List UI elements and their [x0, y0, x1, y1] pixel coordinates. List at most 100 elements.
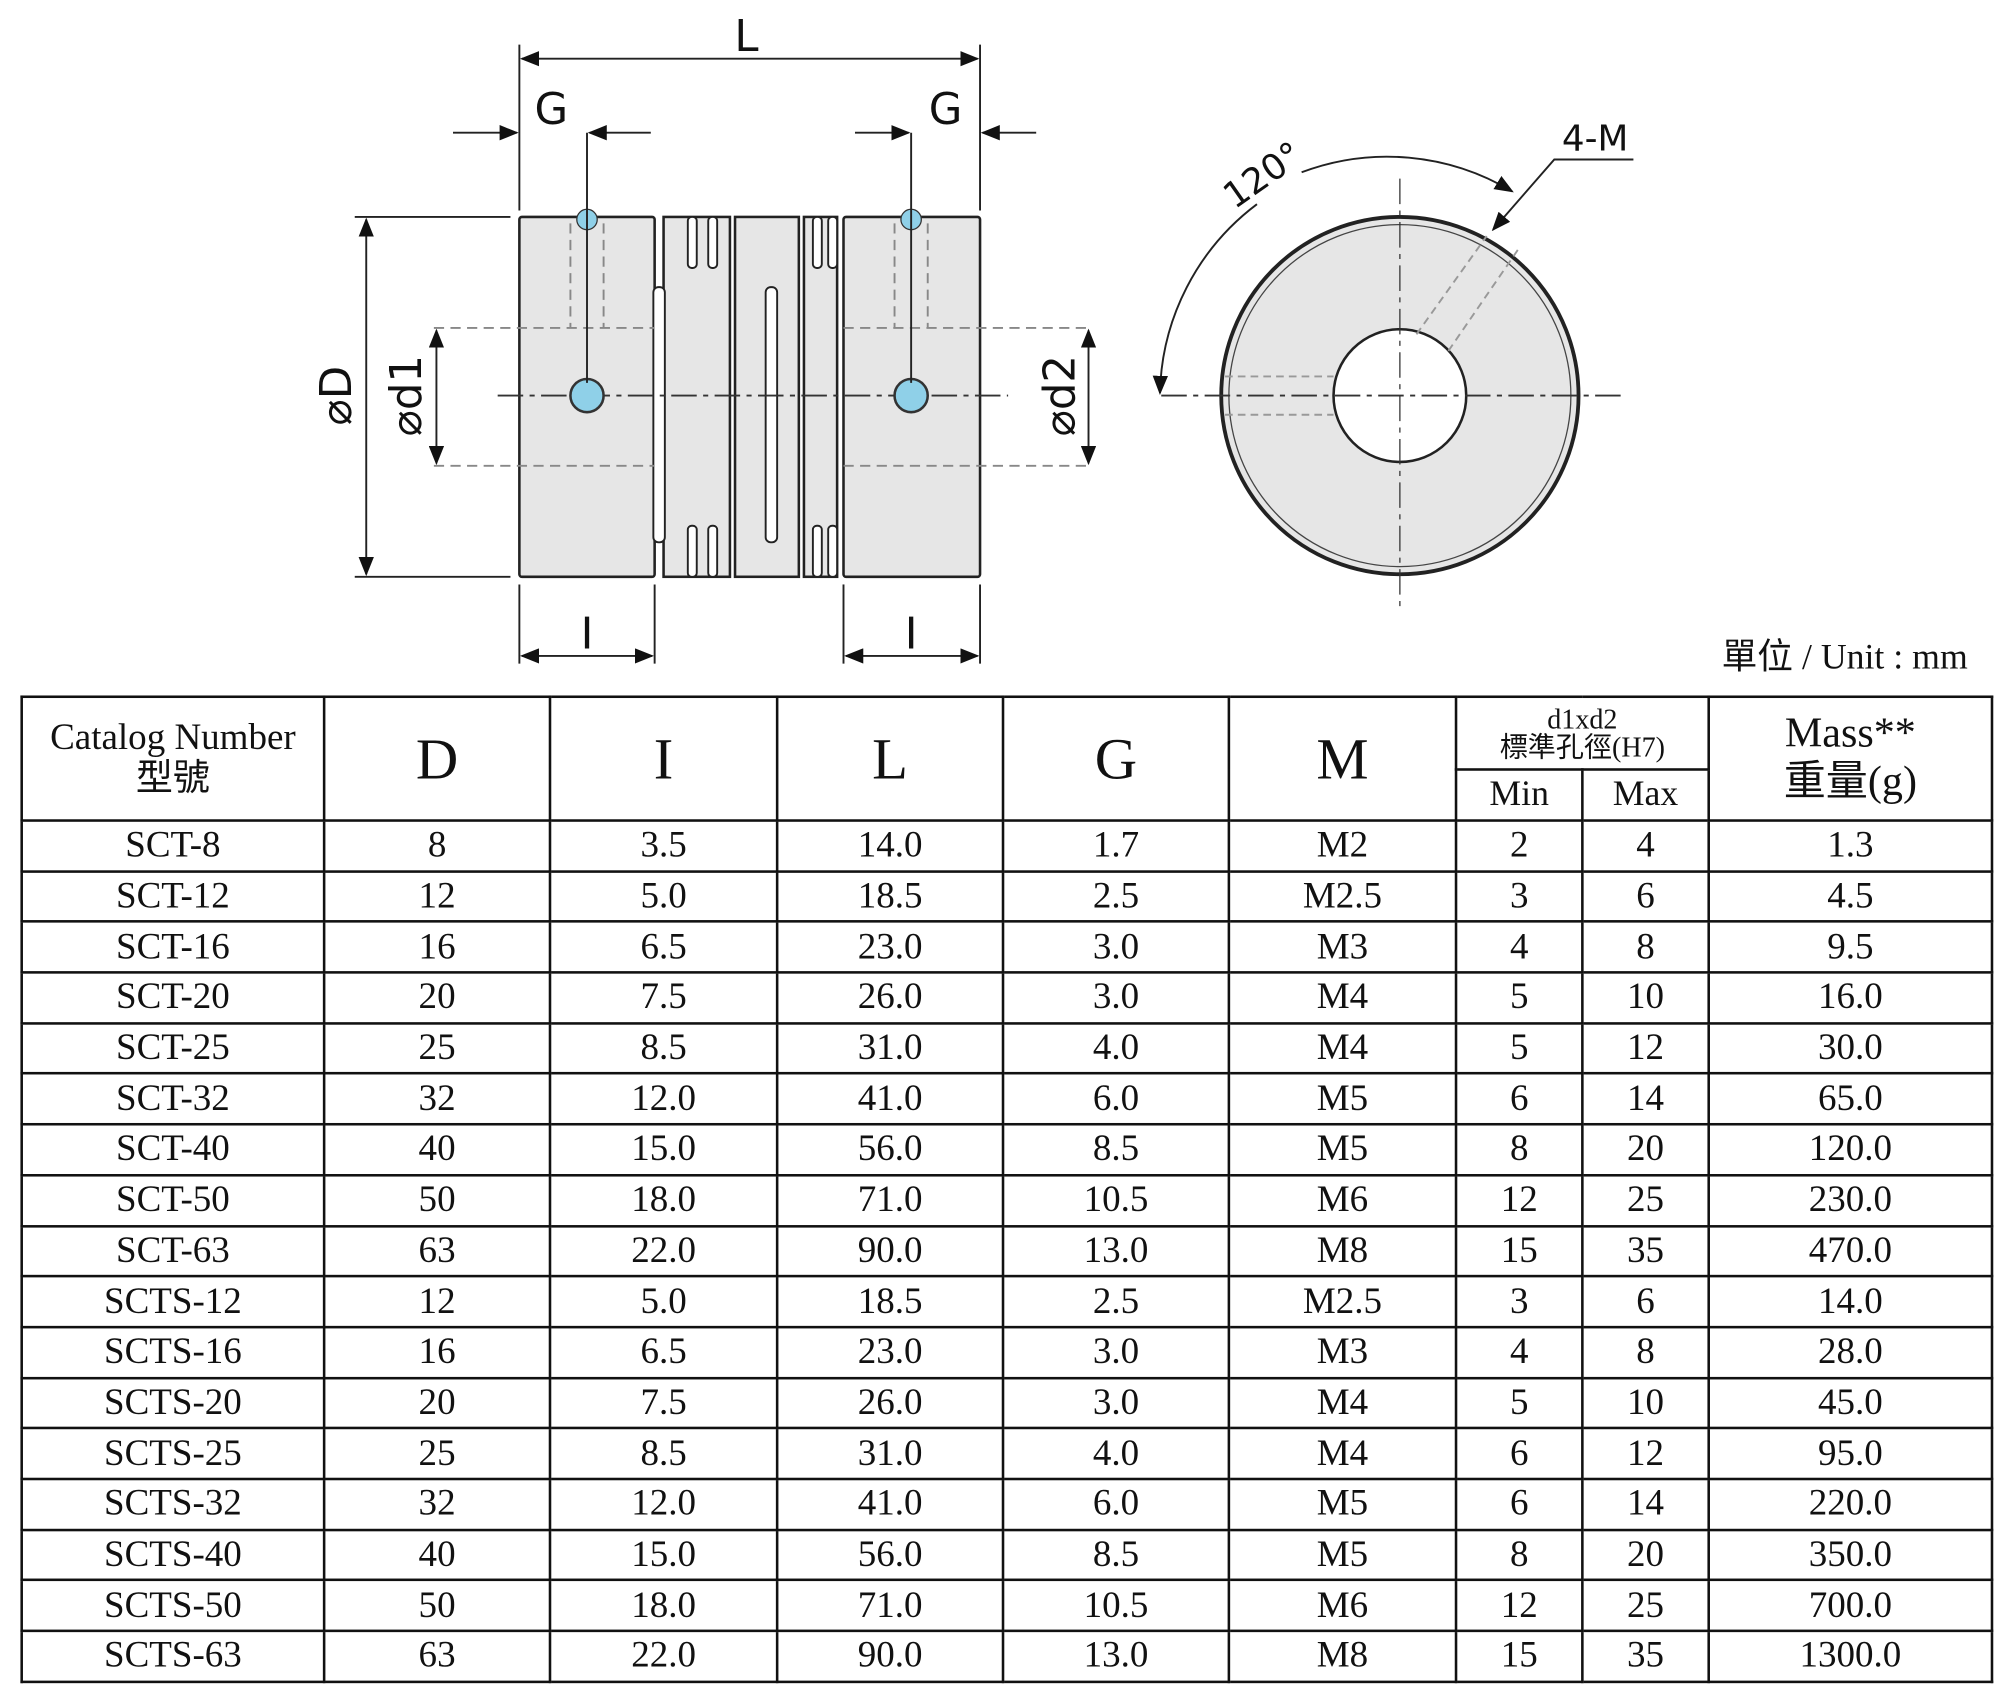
cell-bore-max: 10	[1581, 1376, 1710, 1430]
cell-mass: 700.0	[1707, 1578, 1994, 1633]
cell-G: 6.0	[1001, 1072, 1231, 1126]
cell-I: 12.0	[548, 1072, 779, 1126]
cell-catalog-number: SCT-25	[20, 1021, 326, 1076]
cell-mass: 120.0	[1707, 1123, 1994, 1177]
cell-M: M5	[1227, 1123, 1458, 1177]
cell-bore-max: 12	[1581, 1021, 1710, 1076]
header-D: D	[322, 695, 552, 822]
cell-D: 25	[322, 1427, 552, 1481]
header-L: L	[775, 695, 1005, 822]
cell-D: 32	[322, 1477, 552, 1531]
header-bore-en: d1xd2	[1547, 702, 1618, 735]
cell-catalog-number: SCTS-32	[20, 1477, 326, 1531]
cell-bore-max: 8	[1581, 1325, 1710, 1379]
cell-M: M2	[1227, 819, 1458, 873]
coupling-end-view	[1152, 155, 1634, 613]
header-mass-zh: 重量(g)	[1783, 758, 1918, 805]
cell-mass: 350.0	[1707, 1528, 1994, 1582]
cell-catalog-number: SCTS-40	[20, 1528, 326, 1582]
cell-L: 14.0	[775, 819, 1005, 873]
cell-M: M5	[1227, 1528, 1458, 1582]
cell-I: 6.5	[548, 1325, 779, 1379]
cell-L: 71.0	[775, 1578, 1005, 1633]
cell-M: M4	[1227, 1427, 1458, 1481]
cell-bore-max: 8	[1581, 920, 1710, 974]
cell-I: 8.5	[548, 1021, 779, 1076]
cell-D: 40	[322, 1123, 552, 1177]
cell-bore-max: 6	[1581, 1275, 1710, 1329]
cell-bore-max: 35	[1581, 1224, 1710, 1278]
cell-catalog-number: SCTS-50	[20, 1578, 326, 1633]
cell-mass: 470.0	[1707, 1224, 1994, 1278]
cell-catalog-number: SCTS-20	[20, 1376, 326, 1430]
cell-L: 90.0	[775, 1629, 1005, 1683]
cell-L: 23.0	[775, 920, 1005, 974]
cell-bore-min: 4	[1454, 920, 1584, 974]
cell-M: M6	[1227, 1578, 1458, 1633]
cell-mass: 28.0	[1707, 1325, 1994, 1379]
dim-label-I-left: I	[581, 609, 594, 659]
cell-bore-max: 20	[1581, 1528, 1710, 1582]
cell-G: 1.7	[1001, 819, 1231, 873]
cell-catalog-number: SCT-16	[20, 920, 326, 974]
cell-L: 18.5	[775, 1275, 1005, 1329]
cell-D: 16	[322, 1325, 552, 1379]
dim-label-G-right: G	[929, 85, 963, 135]
cell-I: 5.0	[548, 1275, 779, 1329]
cell-catalog-number: SCT-50	[20, 1173, 326, 1227]
cell-D: 20	[322, 1376, 552, 1430]
dim-label-d2: ⌀d2	[1035, 355, 1085, 436]
cell-L: 71.0	[775, 1173, 1005, 1227]
cell-bore-min: 15	[1454, 1224, 1584, 1278]
cell-bore-max: 25	[1581, 1173, 1710, 1227]
header-bore-zh: 標準孔徑(H7)	[1499, 730, 1666, 763]
cell-G: 4.0	[1001, 1021, 1231, 1076]
cell-bore-min: 6	[1454, 1477, 1584, 1531]
cell-bore-min: 6	[1454, 1427, 1584, 1481]
cell-M: M4	[1227, 1021, 1458, 1076]
cell-M: M4	[1227, 1376, 1458, 1430]
cell-G: 8.5	[1001, 1123, 1231, 1177]
cell-D: 25	[322, 1021, 552, 1076]
cell-bore-max: 14	[1581, 1072, 1710, 1126]
cell-M: M6	[1227, 1173, 1458, 1227]
cell-mass: 230.0	[1707, 1173, 1994, 1227]
cell-bore-min: 12	[1454, 1173, 1584, 1227]
cell-bore-max: 25	[1581, 1578, 1710, 1633]
cell-I: 18.0	[548, 1578, 779, 1633]
cell-G: 2.5	[1001, 869, 1231, 924]
cell-G: 3.0	[1001, 1376, 1231, 1430]
cell-G: 3.0	[1001, 971, 1231, 1025]
cell-mass: 45.0	[1707, 1376, 1994, 1430]
cell-mass: 1.3	[1707, 819, 1994, 873]
cell-I: 15.0	[548, 1123, 779, 1177]
cell-bore-min: 8	[1454, 1123, 1584, 1177]
cell-L: 31.0	[775, 1021, 1005, 1076]
cell-I: 22.0	[548, 1629, 779, 1683]
cell-catalog-number: SCT-63	[20, 1224, 326, 1278]
cell-L: 26.0	[775, 1376, 1005, 1430]
cell-L: 26.0	[775, 971, 1005, 1025]
cell-I: 3.5	[548, 819, 779, 873]
header-mass-en: Mass**	[1784, 710, 1916, 757]
cell-catalog-number: SCTS-25	[20, 1427, 326, 1481]
cell-mass: 4.5	[1707, 869, 1994, 924]
cell-I: 8.5	[548, 1427, 779, 1481]
coupling-side-view	[518, 215, 982, 579]
dim-label-angle: 120°	[1216, 134, 1310, 217]
cell-M: M8	[1227, 1629, 1458, 1683]
cell-bore-max: 6	[1581, 869, 1710, 924]
cell-mass: 14.0	[1707, 1275, 1994, 1329]
cell-catalog-number: SCT-32	[20, 1072, 326, 1126]
